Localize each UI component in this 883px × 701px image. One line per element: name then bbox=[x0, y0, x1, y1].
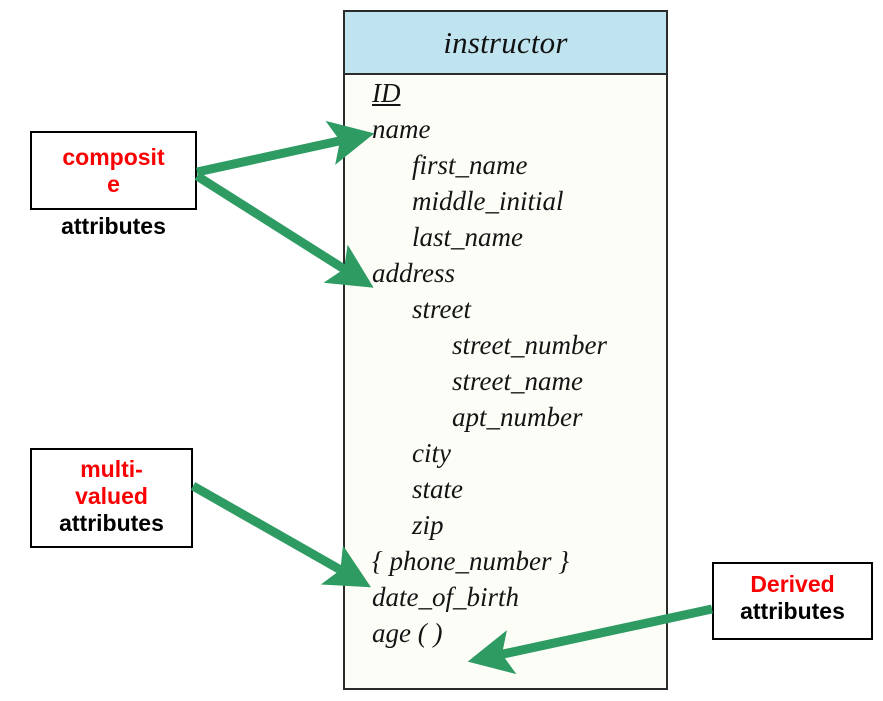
attribute-street-name: street_name bbox=[452, 366, 583, 396]
attribute-street-number: street_number bbox=[452, 330, 607, 360]
arrow-multivalued-to-phone-number bbox=[190, 482, 371, 588]
attribute-name: name bbox=[372, 114, 431, 144]
entity-box-instructor: instructor ID name first_name middle_ini… bbox=[343, 10, 668, 690]
attribute-zip: zip bbox=[412, 510, 444, 540]
arrow-composite-to-address bbox=[194, 172, 374, 288]
callout-derived-line2: attributes bbox=[740, 598, 845, 624]
attribute-middle-initial: middle_initial bbox=[412, 186, 564, 216]
callout-derived-line1: Derived bbox=[750, 571, 835, 597]
callout-multivalued-line2: valued bbox=[75, 483, 148, 509]
callout-composite-attributes: composit e bbox=[30, 131, 197, 210]
callout-composite-line2: e bbox=[107, 170, 120, 197]
arrow-composite-to-name bbox=[196, 120, 375, 177]
attribute-list: ID name first_name middle_initial last_n… bbox=[345, 75, 666, 651]
entity-header: instructor bbox=[345, 12, 666, 75]
callout-multivalued-attributes: multi- valued attributes bbox=[30, 448, 193, 548]
attribute-street: street bbox=[412, 294, 471, 324]
attribute-first-name: first_name bbox=[412, 150, 528, 180]
entity-title: instructor bbox=[443, 25, 568, 60]
callout-composite-line1: composit bbox=[62, 143, 165, 170]
attribute-city: city bbox=[412, 438, 451, 468]
attribute-last-name: last_name bbox=[412, 222, 523, 252]
callout-multivalued-line3: attributes bbox=[59, 510, 164, 536]
attribute-address: address bbox=[372, 258, 456, 288]
callout-multivalued-line1: multi- bbox=[80, 456, 143, 482]
attribute-state: state bbox=[412, 474, 463, 504]
callout-composite-text: composit e bbox=[62, 144, 164, 198]
attribute-phone-number: { phone_number } bbox=[372, 546, 570, 576]
attribute-id: ID bbox=[372, 78, 401, 108]
attribute-row-primary-key: ID bbox=[345, 75, 666, 111]
callout-composite-outside-label: attributes bbox=[61, 213, 166, 239]
attribute-apt-number: apt_number bbox=[452, 402, 583, 432]
callout-derived-attributes: Derived attributes bbox=[712, 562, 873, 640]
attribute-age: age ( ) bbox=[372, 618, 443, 648]
attribute-date-of-birth: date_of_birth bbox=[372, 582, 519, 612]
